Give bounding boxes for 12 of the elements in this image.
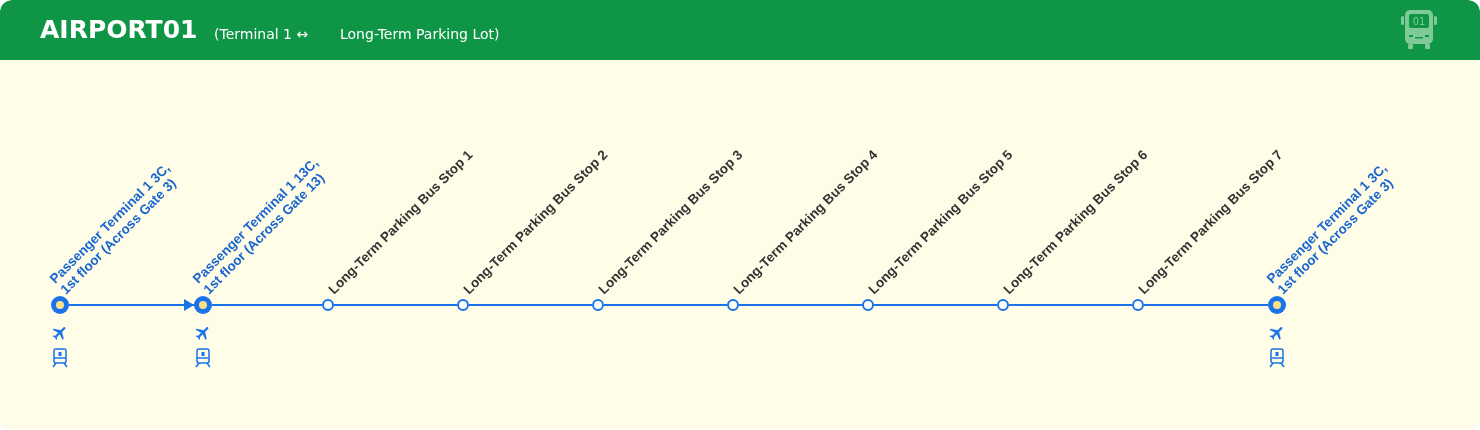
route-line (468, 304, 593, 306)
route-subtitle: Long-Term Parking Lot) (340, 25, 500, 44)
route-line (603, 304, 728, 306)
route-line (1008, 304, 1133, 306)
route-line (68, 299, 195, 311)
route-subtitle: (Terminal 1 ↔ (214, 25, 309, 44)
route-line (211, 304, 323, 306)
route-line (1143, 304, 1269, 306)
route-title: AIRPORT01 (40, 14, 198, 46)
route-line (738, 304, 863, 306)
route-line (333, 304, 458, 306)
route-line (873, 304, 998, 306)
